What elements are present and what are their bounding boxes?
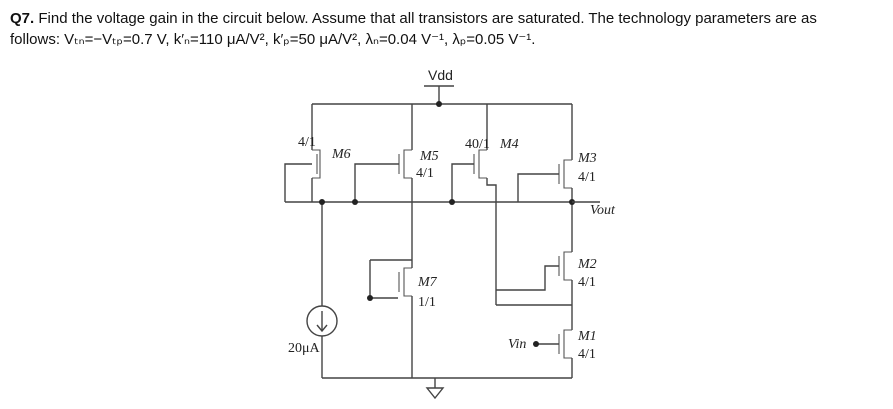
question-number: Q7. — [10, 10, 35, 27]
bias-node-1 — [352, 199, 358, 205]
m5-size: 4/1 — [416, 166, 434, 181]
m7-size: 1/1 — [418, 295, 436, 310]
transistor-m6: 4/1 M6 — [284, 104, 351, 202]
vdd-label: Vdd — [428, 67, 453, 83]
question-text: Q7. Find the voltage gain in the circuit… — [10, 8, 890, 50]
transistor-m2: M2 4/1 — [558, 251, 597, 330]
m3-name: M3 — [577, 151, 597, 166]
m2-name: M2 — [577, 257, 597, 272]
question-line-2: follows: Vₜₙ=−Vₜₚ=0.7 V, k′ₙ=110 μA/V², … — [10, 31, 536, 48]
current-source-label: 20μA — [288, 341, 321, 356]
vin-label: Vin — [508, 337, 526, 352]
ground-icon — [425, 387, 445, 400]
bias-node-2 — [449, 199, 455, 205]
m6-size: 4/1 — [298, 135, 316, 150]
m4-name: M4 — [499, 137, 519, 152]
m2-size: 4/1 — [578, 275, 596, 290]
m6-name: M6 — [331, 147, 351, 162]
m1-size: 4/1 — [578, 347, 596, 362]
m4-size: 40/1 — [465, 137, 490, 152]
m1-name: M1 — [577, 329, 597, 344]
transistor-m3: M3 4/1 — [517, 104, 597, 252]
m7-name: M7 — [417, 275, 438, 290]
m3-size: 4/1 — [578, 170, 596, 185]
current-source: 20μA — [288, 202, 338, 378]
m2-gate-wire — [496, 265, 559, 291]
question-line-1-text: Find the voltage gain in the circuit bel… — [38, 10, 817, 27]
transistor-m5: M5 4/1 — [354, 104, 439, 260]
transistor-m4: 40/1 M4 — [451, 104, 519, 305]
vout-label: Vout — [590, 203, 616, 218]
source-node — [319, 199, 325, 205]
question-line-1: Q7. Find the voltage gain in the circuit… — [10, 8, 890, 29]
transistor-m7: M7 1/1 — [367, 259, 438, 378]
m5-name: M5 — [419, 149, 439, 164]
transistor-m1: Vin M1 4/1 — [508, 329, 597, 378]
vdd-node — [436, 101, 442, 107]
